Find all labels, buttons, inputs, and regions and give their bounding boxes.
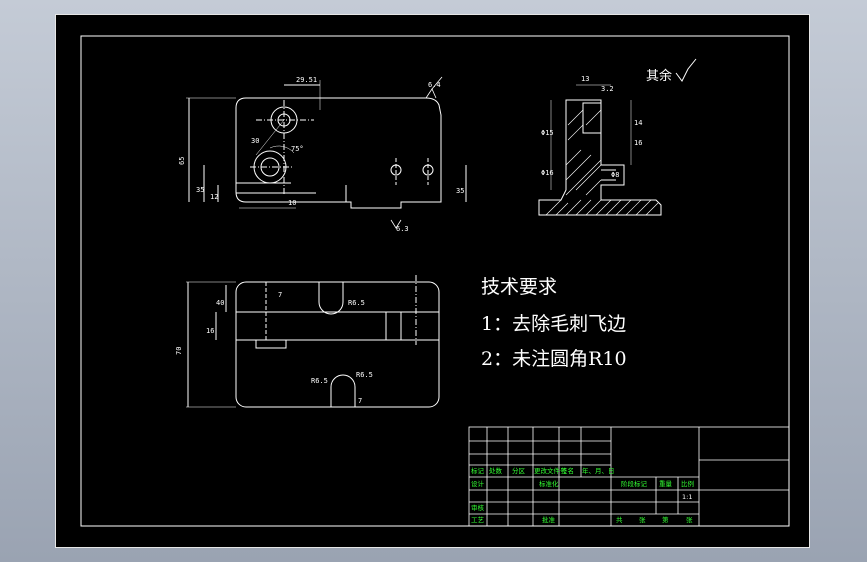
svg-text:12: 12 [210,193,218,201]
svg-text:35: 35 [456,187,464,195]
svg-text:1:1: 1:1 [682,493,692,501]
svg-text:更改文件号: 更改文件号 [534,466,567,475]
svg-text:年、月、日: 年、月、日 [582,466,615,475]
svg-text:30: 30 [251,137,259,145]
svg-text:13: 13 [581,75,589,83]
svg-text:Φ16: Φ16 [541,169,554,177]
svg-text:标准化: 标准化 [539,479,559,488]
svg-text:10: 10 [288,199,296,207]
svg-text:阶段标记: 阶段标记 [621,479,648,488]
svg-text:签名: 签名 [561,466,574,475]
svg-text:70: 70 [175,347,183,355]
svg-text:40: 40 [216,299,224,307]
svg-text:重量: 重量 [659,480,673,488]
svg-text:设计: 设计 [471,479,485,488]
svg-text:分区: 分区 [512,466,526,475]
svg-text:29.51: 29.51 [296,76,317,84]
cad-drawing-viewport[interactable]: 29.51 65 35 12 10 35 30 75° 6.4 6.3 [55,14,810,548]
svg-text:75°: 75° [291,145,304,153]
svg-text:R6.5: R6.5 [356,371,373,379]
cad-drawing: 29.51 65 35 12 10 35 30 75° 6.4 6.3 [80,35,790,527]
surface-note: 其余 [646,68,672,84]
svg-text:批准: 批准 [542,515,556,524]
svg-text:6.3: 6.3 [396,225,409,233]
svg-text:16: 16 [634,139,642,147]
drawing-frame [80,35,790,527]
svg-text:65: 65 [178,157,186,165]
svg-text:处数: 处数 [489,466,503,475]
svg-text:审核: 审核 [471,503,485,512]
top-view [186,275,440,408]
requirement-2: 2：未注圆角R10 [481,348,627,370]
title-block [468,426,790,527]
svg-text:7: 7 [278,291,282,299]
title-block-labels: 标记 处数 分区 更改文件号 签名 年、月、日 设计 标准化 审核 工艺 批准 … [471,466,694,524]
svg-text:6.4: 6.4 [428,81,441,89]
svg-text:共: 共 [616,515,623,524]
svg-text:Φ8: Φ8 [611,171,619,179]
svg-text:第: 第 [662,515,669,524]
svg-text:3.2: 3.2 [601,85,614,93]
svg-text:张: 张 [639,515,646,524]
roughness-symbol [675,58,697,82]
svg-text:张: 张 [686,515,693,524]
svg-text:R6.5: R6.5 [348,299,365,307]
svg-text:Φ15: Φ15 [541,129,554,137]
svg-text:35: 35 [196,186,204,194]
front-view [186,76,467,229]
svg-text:7: 7 [358,397,362,405]
svg-text:14: 14 [634,119,642,127]
section-view [538,84,662,216]
svg-text:比例: 比例 [681,479,694,488]
svg-text:16: 16 [206,327,214,335]
tech-title: 技术要求 [481,276,557,298]
svg-text:R6.5: R6.5 [311,377,328,385]
requirement-1: 1：去除毛刺飞边 [481,313,626,335]
svg-text:工艺: 工艺 [471,516,485,524]
svg-text:标记: 标记 [471,466,485,475]
